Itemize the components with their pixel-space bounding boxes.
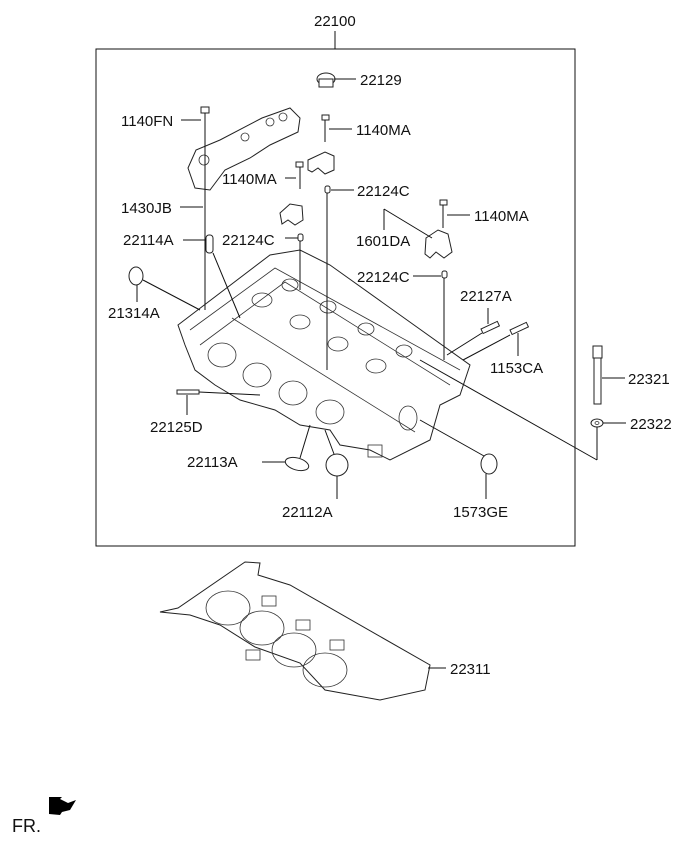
plug-21314A[interactable] bbox=[128, 266, 144, 286]
plug-22129[interactable] bbox=[316, 72, 336, 88]
dowel-22124C[interactable] bbox=[297, 233, 304, 242]
bolt-1140MA[interactable] bbox=[321, 114, 330, 142]
leader-line bbox=[324, 429, 335, 455]
leader-line bbox=[419, 419, 485, 457]
stud-22127A[interactable] bbox=[480, 320, 501, 335]
front-arrow-icon bbox=[49, 797, 76, 815]
part-label-1140MA[interactable]: 1140MA bbox=[356, 122, 411, 139]
pin-22114A[interactable] bbox=[205, 234, 214, 254]
part-label-22322[interactable]: 22322 bbox=[630, 416, 672, 433]
part-label-22124C[interactable]: 22124C bbox=[222, 232, 275, 249]
bolt-1140FN[interactable] bbox=[200, 106, 210, 145]
camshaft-bearing-cap-front[interactable] bbox=[187, 107, 301, 191]
part-label-1573GE[interactable]: 1573GE bbox=[453, 504, 508, 521]
front-indicator-label: FR. bbox=[12, 816, 41, 836]
part-label-22311[interactable]: 22311 bbox=[450, 661, 491, 678]
leader-line bbox=[212, 252, 241, 319]
leader-line bbox=[142, 279, 201, 311]
part-label-1430JB[interactable]: 1430JB bbox=[121, 200, 172, 217]
part-label-22127A[interactable]: 22127A bbox=[460, 288, 512, 305]
part-label-21314A[interactable]: 21314A bbox=[108, 305, 160, 322]
stud-22125D[interactable] bbox=[176, 389, 200, 395]
leader-line bbox=[383, 208, 433, 239]
leader-line bbox=[419, 359, 598, 461]
bolt-1140MA[interactable] bbox=[295, 161, 304, 189]
part-label-22114A[interactable]: 22114A bbox=[123, 232, 174, 249]
leader-line bbox=[198, 391, 261, 396]
part-label-1140FN[interactable]: 1140FN bbox=[121, 113, 173, 130]
assembly-box bbox=[95, 48, 576, 547]
leader-line bbox=[299, 424, 311, 459]
camshaft-bearing-cap[interactable] bbox=[279, 203, 304, 226]
part-label-22124C[interactable]: 22124C bbox=[357, 183, 410, 200]
camshaft-bearing-cap[interactable] bbox=[307, 151, 335, 175]
part-label-1140MA[interactable]: 1140MA bbox=[222, 171, 277, 188]
bolt-22321[interactable] bbox=[592, 345, 603, 405]
cylinder-head[interactable] bbox=[177, 249, 471, 461]
part-label-22321[interactable]: 22321 bbox=[628, 371, 670, 388]
part-label-22113A[interactable]: 22113A bbox=[187, 454, 238, 471]
washer-22322[interactable] bbox=[590, 418, 604, 428]
seal-22112A[interactable] bbox=[325, 453, 349, 477]
head-gasket-22311[interactable] bbox=[159, 561, 431, 701]
stud-1153CA[interactable] bbox=[509, 321, 530, 336]
seal-22113A[interactable] bbox=[284, 455, 310, 473]
part-label-22124C[interactable]: 22124C bbox=[357, 269, 410, 286]
part-label-1153CA[interactable]: 1153CA bbox=[490, 360, 543, 377]
dowel-22124C[interactable] bbox=[441, 270, 448, 279]
part-label-22112A[interactable]: 22112A bbox=[282, 504, 333, 521]
dowel-22124C[interactable] bbox=[324, 185, 331, 194]
assembly-label[interactable]: 22100 bbox=[314, 13, 356, 30]
seal-1573GE[interactable] bbox=[480, 453, 498, 475]
leader-line bbox=[462, 334, 511, 361]
bolt-1140MA[interactable] bbox=[439, 199, 448, 228]
part-label-1140MA[interactable]: 1140MA bbox=[474, 208, 529, 225]
part-label-22125D[interactable]: 22125D bbox=[150, 419, 203, 436]
camshaft-bearing-cap[interactable] bbox=[424, 229, 453, 259]
part-label-1601DA[interactable]: 1601DA bbox=[356, 233, 410, 250]
leader-line bbox=[446, 332, 483, 356]
part-label-22129[interactable]: 22129 bbox=[360, 72, 402, 89]
